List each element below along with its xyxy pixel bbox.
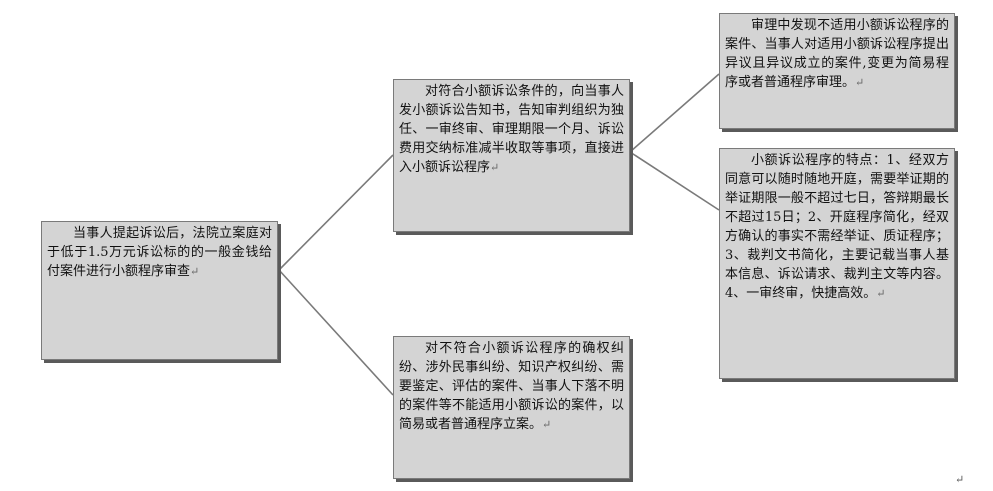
connector-applicable-to-conversion	[629, 73, 720, 153]
paragraph-mark: ↵	[190, 265, 200, 278]
root-node-text: 当事人提起诉讼后，法院立案庭对于低于1.5万元诉讼标的的一般金钱给付案件进行小额…	[47, 226, 272, 279]
conversion-node-text: 审理中发现不适用小额诉讼程序的案件、当事人对适用小额诉讼程序提出异议且异议成立的…	[725, 18, 949, 90]
applicable-node-text: 对符合小额诉讼条件的，向当事人发小额诉讼告知书，告知审判组织为独任、一审终审、审…	[399, 84, 624, 175]
connector-applicable-to-features	[629, 151, 720, 211]
not-applicable-node: 对不符合小额诉讼程序的确权纠纷、涉外民事纠纷、知识产权纠纷、需要鉴定、评估的案件…	[393, 336, 630, 479]
features-node-text: 小额诉讼程序的特点：1、经双方同意可以随时随地开庭，需要举证期的举证期限一般不超…	[725, 153, 949, 301]
connector-root-to-not-applicable	[278, 269, 394, 396]
connector-root-to-applicable	[278, 154, 394, 271]
paragraph-mark: ↵	[855, 76, 865, 89]
paragraph-mark: ↵	[876, 287, 886, 300]
features-node: 小额诉讼程序的特点：1、经双方同意可以随时随地开庭，需要举证期的举证期限一般不超…	[719, 148, 955, 379]
applicable-node: 对符合小额诉讼条件的，向当事人发小额诉讼告知书，告知审判组织为独任、一审终审、审…	[393, 79, 630, 232]
document-end-mark: ↵	[955, 473, 965, 486]
conversion-node: 审理中发现不适用小额诉讼程序的案件、当事人对适用小额诉讼程序提出异议且异议成立的…	[719, 13, 955, 129]
root-node: 当事人提起诉讼后，法院立案庭对于低于1.5万元诉讼标的的一般金钱给付案件进行小额…	[41, 221, 278, 360]
not-applicable-node-text: 对不符合小额诉讼程序的确权纠纷、涉外民事纠纷、知识产权纠纷、需要鉴定、评估的案件…	[399, 341, 624, 432]
paragraph-mark: ↵	[490, 161, 500, 174]
paragraph-mark: ↵	[542, 418, 552, 431]
